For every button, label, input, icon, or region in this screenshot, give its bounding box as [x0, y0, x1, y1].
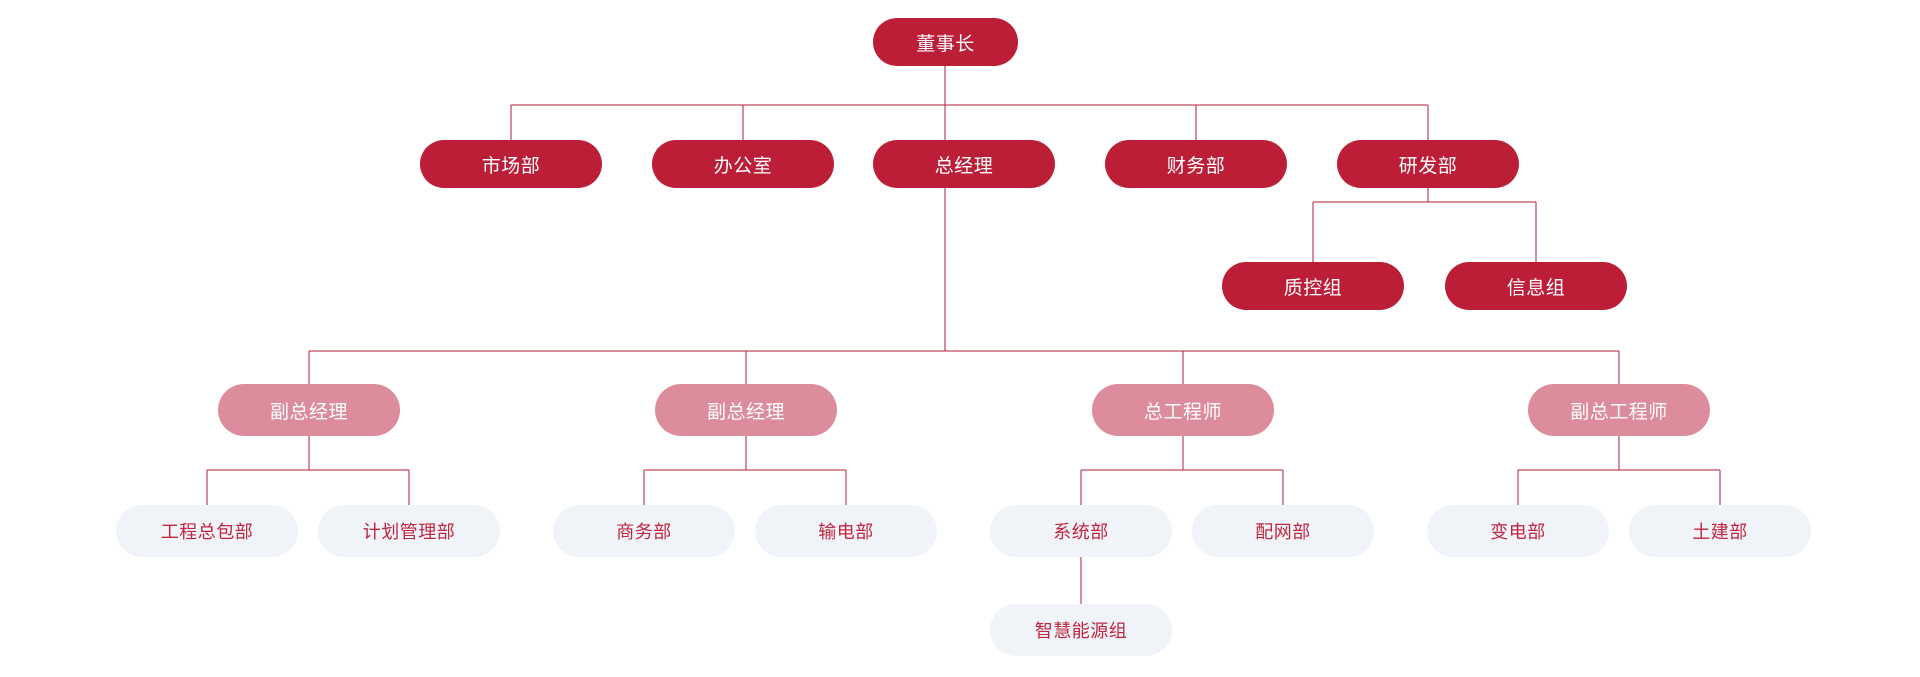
org-node-n7[interactable]: 信息组 — [1445, 262, 1627, 310]
org-node-label: 系统部 — [1053, 522, 1109, 542]
org-node-n17[interactable]: 配网部 — [1192, 505, 1374, 557]
org-node-label: 董事长 — [916, 33, 975, 55]
org-node-n16[interactable]: 系统部 — [990, 505, 1172, 557]
org-node-label: 工程总包部 — [160, 522, 254, 542]
org-node-n13[interactable]: 计划管理部 — [318, 505, 500, 557]
org-node-n5[interactable]: 研发部 — [1337, 140, 1519, 188]
org-node-n4[interactable]: 财务部 — [1105, 140, 1287, 188]
org-node-label: 总工程师 — [1143, 401, 1222, 423]
org-node-n18[interactable]: 变电部 — [1427, 505, 1609, 557]
org-node-label: 副总经理 — [706, 401, 785, 423]
org-node-n20[interactable]: 智慧能源组 — [990, 604, 1172, 656]
org-node-label: 配网部 — [1255, 522, 1311, 542]
org-node-label: 办公室 — [713, 155, 773, 177]
org-node-label: 研发部 — [1398, 155, 1458, 177]
org-node-n0[interactable]: 董事长 — [873, 18, 1018, 66]
org-node-label: 变电部 — [1490, 522, 1546, 542]
org-node-label: 信息组 — [1506, 277, 1566, 299]
org-node-label: 土建部 — [1692, 522, 1748, 542]
org-node-label: 商务部 — [616, 522, 672, 542]
org-node-label: 质控组 — [1283, 277, 1343, 299]
org-node-label: 副总工程师 — [1570, 401, 1668, 423]
org-node-n9[interactable]: 副总经理 — [655, 384, 837, 436]
org-node-n1[interactable]: 市场部 — [420, 140, 602, 188]
org-node-n11[interactable]: 副总工程师 — [1528, 384, 1710, 436]
org-node-label: 输电部 — [818, 522, 874, 542]
org-node-label: 智慧能源组 — [1034, 621, 1128, 641]
org-node-n8[interactable]: 副总经理 — [218, 384, 400, 436]
org-node-label: 副总经理 — [269, 401, 348, 423]
org-node-n10[interactable]: 总工程师 — [1092, 384, 1274, 436]
org-node-n14[interactable]: 商务部 — [553, 505, 735, 557]
org-node-n19[interactable]: 土建部 — [1629, 505, 1811, 557]
org-node-label: 计划管理部 — [362, 522, 456, 542]
org-node-n12[interactable]: 工程总包部 — [116, 505, 298, 557]
org-node-label: 财务部 — [1166, 155, 1226, 177]
org-node-n2[interactable]: 办公室 — [652, 140, 834, 188]
org-node-label: 市场部 — [481, 155, 541, 177]
org-node-label: 总经理 — [934, 155, 994, 177]
org-node-n15[interactable]: 输电部 — [755, 505, 937, 557]
org-node-n6[interactable]: 质控组 — [1222, 262, 1404, 310]
org-node-n3[interactable]: 总经理 — [873, 140, 1055, 188]
